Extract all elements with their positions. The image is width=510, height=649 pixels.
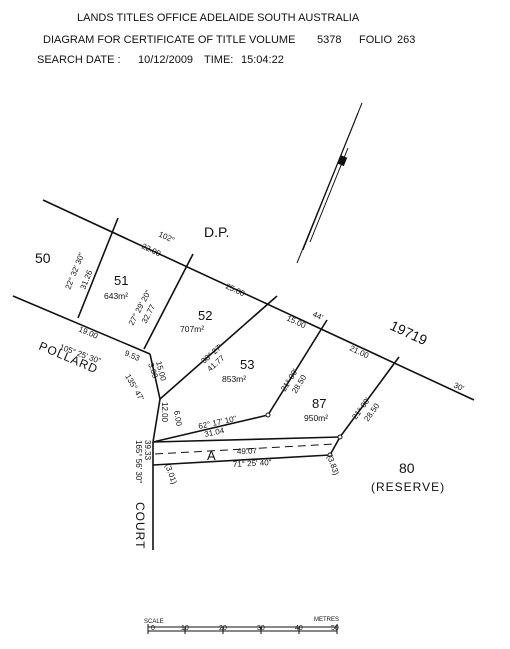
dimension-label: 49.07 bbox=[237, 446, 258, 456]
dimension-label: 21.00 bbox=[348, 344, 370, 361]
dimension-label: 31.26 bbox=[79, 268, 95, 290]
dp-number: 19719 bbox=[388, 317, 430, 348]
scale-tick-label: 0 bbox=[151, 625, 155, 632]
dimension-label: 39.33 bbox=[143, 440, 152, 461]
header-folio: 263 bbox=[397, 34, 416, 46]
header-search-date: 10/12/2009 bbox=[138, 54, 194, 66]
dimension-label: 44' bbox=[311, 310, 325, 323]
header-search-date-label: SEARCH DATE : bbox=[37, 54, 121, 66]
dimension-label: 30' bbox=[452, 381, 466, 394]
dimension-label: 12.00 bbox=[160, 402, 169, 423]
header-diagram-title: DIAGRAM FOR CERTIFICATE OF TITLE VOLUME bbox=[43, 34, 296, 46]
scale-label: SCALE bbox=[144, 619, 164, 625]
scale-tick-label: 40 bbox=[295, 625, 303, 632]
parcel-boundaries bbox=[12, 199, 475, 550]
dp-label: D.P. bbox=[204, 224, 229, 240]
lot-area: 707m² bbox=[180, 324, 204, 334]
lot-area: 643m² bbox=[104, 291, 128, 301]
dimension-label: 9.53 bbox=[123, 349, 141, 364]
header-time: 15:04:22 bbox=[241, 54, 284, 66]
lot-number: 52 bbox=[198, 308, 212, 323]
adjoining-lot-50: 50 bbox=[35, 250, 51, 266]
dimension-label: 22.00 bbox=[140, 242, 162, 259]
dimension-label: 31.04 bbox=[204, 426, 226, 439]
road-name-court: COURT bbox=[133, 502, 147, 549]
scale-tick-label: 50 bbox=[331, 625, 339, 632]
dimension-label: 19.00 bbox=[77, 325, 99, 341]
scale-units: METRES bbox=[314, 617, 339, 623]
bearing-label: 71° 25' 40" bbox=[233, 458, 272, 469]
scale-tick-label: 30 bbox=[257, 625, 265, 632]
reserve-label: (RESERVE) bbox=[371, 480, 445, 494]
bearing-label: 135° 47' bbox=[123, 373, 146, 403]
dimension-label: (3.83) bbox=[325, 454, 341, 477]
dimension-label: (3.01) bbox=[163, 463, 179, 486]
dimension-label: 102° bbox=[157, 230, 176, 245]
lot-number: 51 bbox=[114, 273, 128, 288]
header-volume: 5378 bbox=[317, 34, 342, 46]
dimension-label: 15.00 bbox=[285, 314, 307, 331]
header-folio-label: FOLIO bbox=[359, 34, 393, 46]
reserve-number: 80 bbox=[399, 460, 415, 476]
lot-number: 87 bbox=[312, 396, 326, 411]
header-time-label: TIME: bbox=[204, 54, 234, 66]
north-arrow-icon bbox=[296, 102, 363, 264]
scale-tick-label: 10 bbox=[181, 625, 189, 632]
lot-area: 950m² bbox=[304, 413, 328, 423]
lot-area: 853m² bbox=[222, 374, 246, 384]
lot-number: 53 bbox=[240, 357, 254, 372]
bearing-label: 165° 56' 30" bbox=[134, 440, 143, 483]
dimension-label: 25.00 bbox=[224, 282, 246, 299]
scale-tick-label: 20 bbox=[219, 625, 227, 632]
dimension-label: 6.00 bbox=[172, 410, 184, 427]
scale-bar: SCALE METRES 0 10 20 30 40 50 bbox=[144, 617, 339, 634]
easement-label: A bbox=[207, 448, 216, 463]
header-office-title: LANDS TITLES OFFICE ADELAIDE SOUTH AUSTR… bbox=[77, 12, 360, 24]
